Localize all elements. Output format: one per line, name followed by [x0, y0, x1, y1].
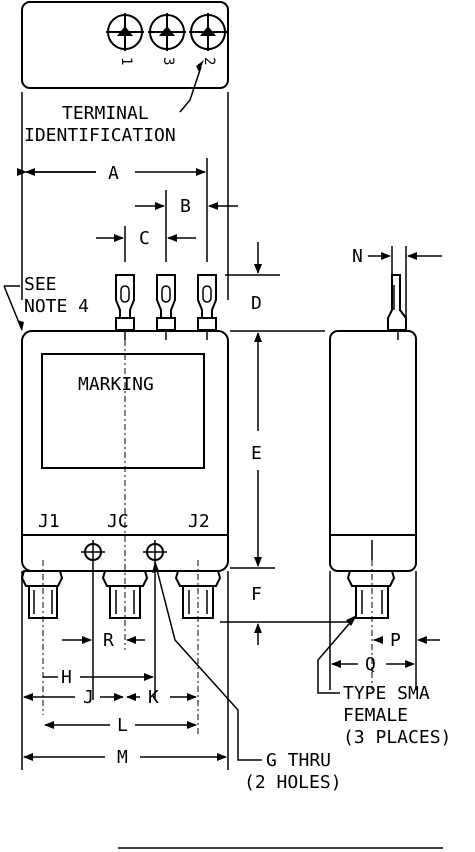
dimension-label-k: K [148, 687, 159, 708]
dimension-m: M [21, 571, 229, 770]
dimension-label-l: L [117, 715, 128, 736]
dimension-p: P [373, 571, 440, 690]
dimension-label-a: A [108, 163, 119, 184]
g-thru-line2: (2 HOLES) [244, 772, 342, 793]
dimension-r: R [62, 630, 145, 651]
terminal-label-2: 2 [201, 57, 217, 65]
dimension-label-q: Q [365, 654, 376, 675]
dimension-a: A [17, 158, 208, 262]
g-thru-line1: G THRU [266, 750, 331, 771]
dimension-label-f: F [251, 584, 262, 605]
sma-connector-j1 [20, 560, 64, 715]
type-sma-line3: (3 PLACES) [343, 727, 451, 748]
dimension-label-p: P [390, 630, 401, 651]
terminal-label-3: 3 [160, 57, 176, 65]
dimension-label-j: J [83, 687, 94, 708]
dimension-label-h: H [61, 667, 72, 688]
terminal-top-view: 1 3 2 [21, 1, 229, 113]
dimension-label-n: N [352, 246, 363, 267]
connector-label-j2: J2 [188, 511, 210, 532]
filter-body-front: MARKING [21, 330, 229, 650]
dimension-f: F [220, 584, 350, 645]
dimension-label-b: B [180, 196, 191, 217]
terminal-lugs [115, 274, 217, 340]
type-sma-line2: FEMALE [343, 705, 408, 726]
terminal-ident-line1: TERMINAL [62, 103, 149, 124]
terminal-2-symbol [189, 13, 227, 51]
type-sma-line1: TYPE SMA [343, 683, 430, 704]
dimension-q: Q [329, 571, 415, 690]
terminal-3-symbol [148, 13, 186, 51]
dimension-j: J [23, 687, 124, 708]
dimension-label-c: C [139, 228, 150, 249]
sma-connector-jc [101, 570, 149, 619]
dimension-h: H [43, 667, 154, 688]
see-note-line2: NOTE 4 [24, 296, 89, 317]
dimension-d: D [225, 242, 325, 332]
sma-connector-side [346, 560, 396, 690]
dimension-label-r: R [103, 630, 114, 651]
dimension-label-d: D [251, 293, 262, 314]
see-note-line1: SEE [24, 274, 57, 295]
sma-connector-j2 [174, 560, 222, 735]
mounting-hole-left [81, 540, 105, 700]
terminal-ident-line2: IDENTIFICATION [24, 125, 176, 146]
connector-label-jc: JC [107, 511, 129, 532]
dimension-n: N [352, 246, 442, 267]
dimension-b: B [135, 190, 238, 262]
terminal-label-1: 1 [118, 57, 134, 65]
dimension-c: C [96, 226, 196, 262]
connector-label-j1: J1 [38, 511, 60, 532]
filter-body-side [329, 246, 417, 572]
dimension-l: L [44, 715, 197, 736]
terminal-1-symbol [106, 13, 144, 51]
dimension-label-m: M [117, 747, 128, 768]
dimension-k: K [126, 687, 197, 708]
marking-label: MARKING [78, 374, 154, 395]
dimension-e: E [230, 332, 275, 569]
dimension-label-e: E [251, 443, 262, 464]
